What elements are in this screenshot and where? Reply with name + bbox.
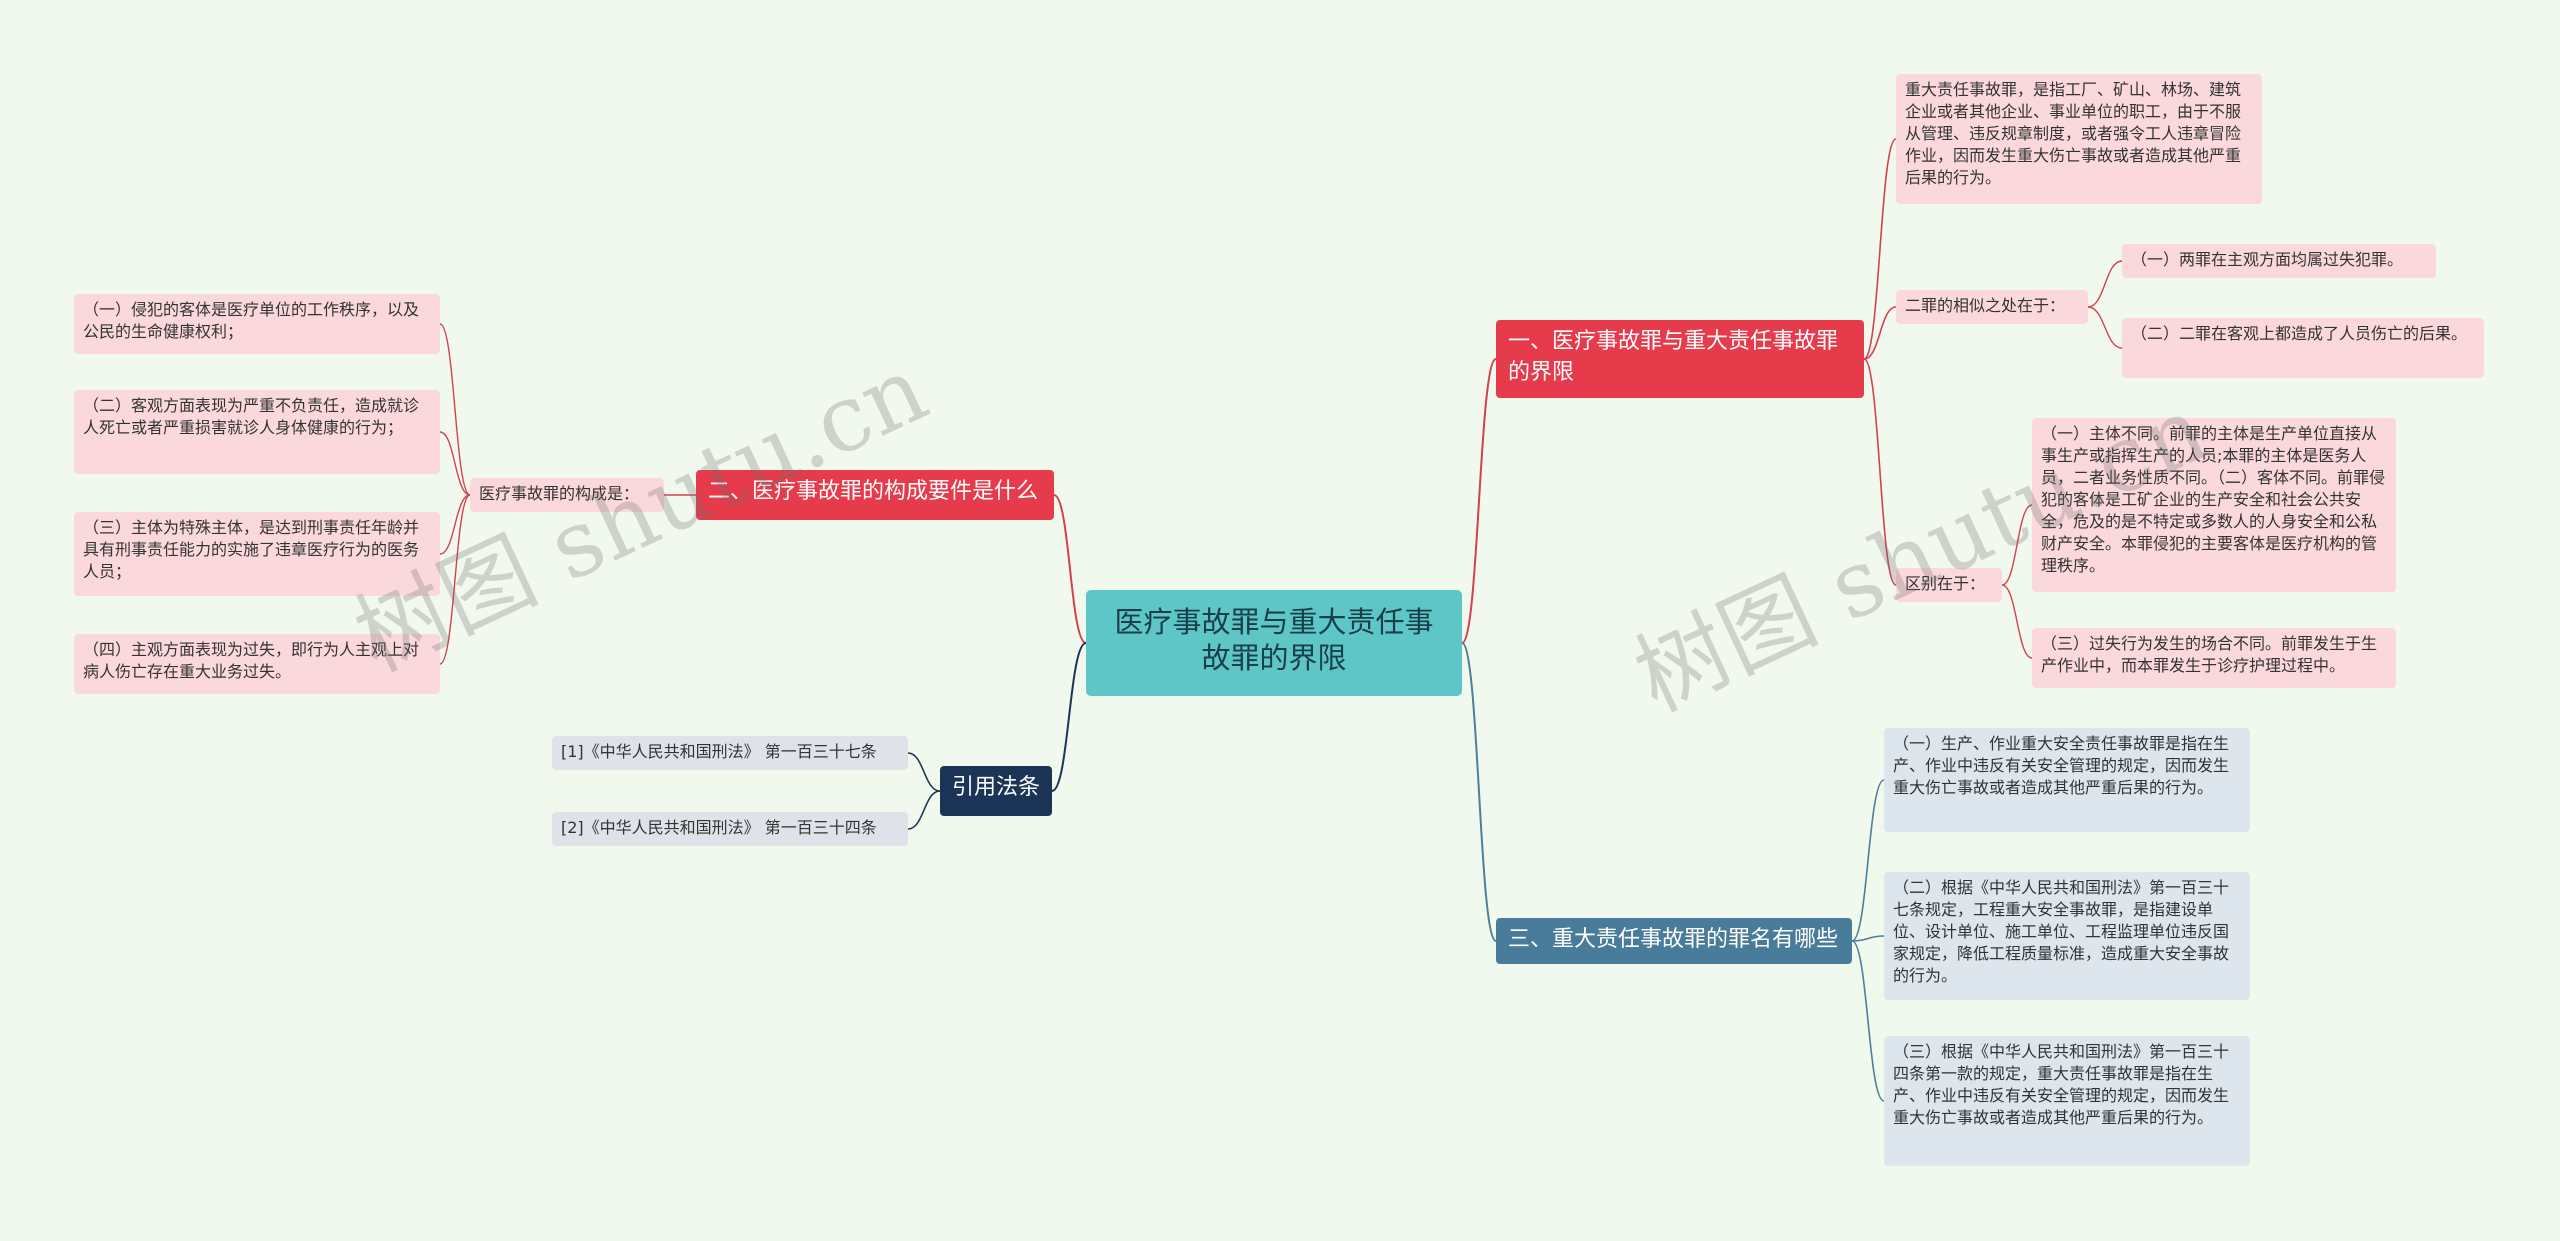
branch-title-crime-names[interactable]: 三、重大责任事故罪的罪名有哪些	[1496, 918, 1852, 964]
root-topic[interactable]: 医疗事故罪与重大责任事故罪的界限	[1086, 590, 1462, 696]
link-root-branch3	[1461, 642, 1497, 942]
leaf-similarity-1[interactable]: （一）两罪在主观方面均属过失犯罪。	[2122, 244, 2436, 278]
leaf-crime-name-3[interactable]: （三）根据《中华人民共和国刑法》第一百三十四条第一款的规定，重大责任事故罪是指在…	[1884, 1036, 2250, 1166]
leaf-crime-name-1[interactable]: （一）生产、作业重大安全责任事故罪是指在生产、作业中违反有关安全管理的规定，因而…	[1884, 728, 2250, 832]
leaf-difference-2[interactable]: （三）过失行为发生的场合不同。前罪发生于生产作业中，而本罪发生于诊疗护理过程中。	[2032, 628, 2396, 688]
link-diff-2	[2001, 584, 2033, 659]
leaf-crime-name-2[interactable]: （二）根据《中华人民共和国刑法》第一百三十七条规定，工程重大安全事故罪，是指建设…	[1884, 872, 2250, 1000]
branch-title-boundary[interactable]: 一、医疗事故罪与重大责任事故罪的界限	[1496, 320, 1864, 398]
leaf-element-subject[interactable]: （三）主体为特殊主体，是达到刑事责任年龄并具有刑事责任能力的实施了违章医疗行为的…	[74, 512, 440, 596]
link-branch3-2	[1851, 935, 1885, 942]
leaf-element-object[interactable]: （一）侵犯的客体是医疗单位的工作秩序，以及公民的生命健康权利；	[74, 294, 440, 354]
link-branch1-similar	[1863, 306, 1897, 360]
branch-title-citations[interactable]: 引用法条	[940, 766, 1052, 816]
link-element-2	[439, 431, 471, 496]
link-branch1-definition	[1863, 138, 1897, 360]
link-branch1-diff	[1863, 358, 1897, 586]
link-root-branch4	[1051, 642, 1087, 792]
link-citation-1	[907, 752, 941, 792]
link-element-4	[439, 494, 471, 665]
link-element-1	[439, 323, 471, 496]
leaf-definition[interactable]: 重大责任事故罪，是指工厂、矿山、林场、建筑企业或者其他企业、事业单位的职工，由于…	[1896, 74, 2262, 204]
label-constitution[interactable]: 医疗事故罪的构成是：	[470, 478, 664, 512]
link-root-branch2	[1053, 494, 1087, 644]
link-citation-2	[907, 790, 941, 830]
link-branch3-1	[1851, 779, 1885, 942]
leaf-element-subjective[interactable]: （四）主观方面表现为过失，即行为人主观上对病人伤亡存在重大业务过失。	[74, 634, 440, 694]
label-differences[interactable]: 区别在于：	[1896, 568, 2002, 602]
leaf-element-objective[interactable]: （二）客观方面表现为严重不负责任，造成就诊人死亡或者严重损害就诊人身体健康的行为…	[74, 390, 440, 474]
leaf-citation-134[interactable]: [2]《中华人民共和国刑法》 第一百三十四条	[552, 812, 908, 846]
link-element-3	[439, 494, 471, 555]
link-similar-1	[2087, 260, 2123, 308]
leaf-difference-1[interactable]: （一）主体不同。前罪的主体是生产单位直接从事生产或指挥生产的人员;本罪的主体是医…	[2032, 418, 2396, 592]
branch-title-elements[interactable]: 二、医疗事故罪的构成要件是什么	[696, 470, 1054, 520]
link-diff-1	[2001, 504, 2033, 586]
link-similar-2	[2087, 306, 2123, 349]
label-similarities[interactable]: 二罪的相似之处在于：	[1896, 290, 2088, 324]
leaf-citation-137[interactable]: [1]《中华人民共和国刑法》 第一百三十七条	[552, 736, 908, 770]
leaf-similarity-2[interactable]: （二）二罪在客观上都造成了人员伤亡的后果。	[2122, 318, 2484, 378]
link-root-branch1	[1461, 358, 1497, 644]
link-branch3-3	[1851, 940, 1885, 1102]
